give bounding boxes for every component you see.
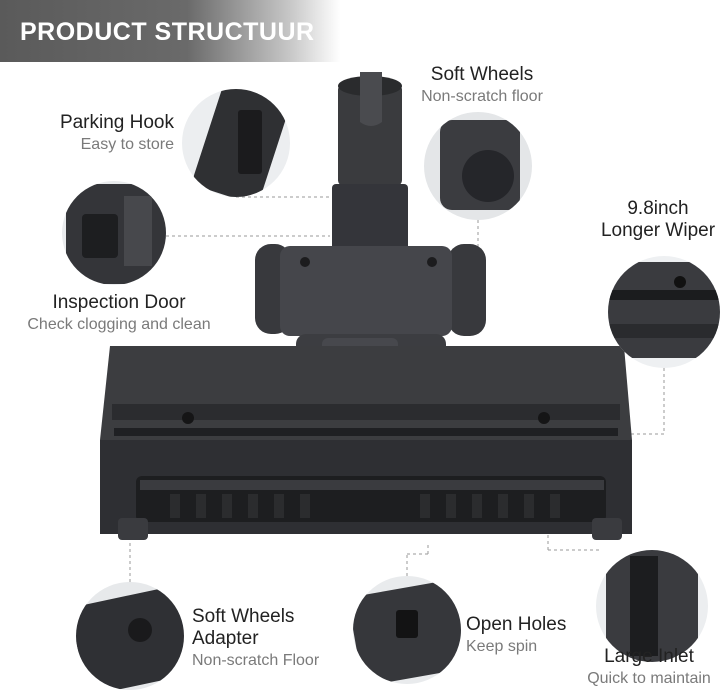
callout-soft-wheels: Soft Wheels Non-scratch floor	[408, 64, 556, 108]
parking-hook-subtitle: Easy to store	[80, 136, 174, 153]
inspection-door-subtitle: Check clogging and clean	[27, 316, 211, 333]
banner-title: PRODUCT STRUCTUUR	[20, 18, 315, 46]
wiper-title-line1: 9.8inch	[627, 198, 689, 219]
wheels-adapter-subtitle: Non-scratch Floor	[192, 652, 320, 669]
banner: PRODUCT STRUCTUUR	[0, 0, 340, 62]
inspection-door-title: Inspection Door	[52, 292, 186, 313]
detail-inspection-door	[62, 181, 166, 285]
wheels-adapter-title-line2: Adapter	[192, 628, 259, 649]
detail-soft-wheels	[424, 112, 532, 220]
parking-hook-title: Parking Hook	[59, 112, 174, 133]
detail-open-holes	[353, 576, 461, 684]
detail-wiper	[608, 256, 720, 368]
open-holes-title: Open Holes	[466, 614, 567, 635]
soft-wheels-subtitle: Non-scratch floor	[421, 88, 543, 105]
callout-open-holes: Open Holes Keep spin	[466, 614, 566, 658]
callout-wiper: 9.8inch Longer Wiper	[592, 198, 720, 242]
large-inlet-subtitle: Quick to maintain	[587, 670, 711, 687]
open-holes-subtitle: Keep spin	[466, 638, 538, 655]
callout-wheels-adapter: Soft Wheels Adapter Non-scratch Floor	[192, 606, 319, 672]
callout-inspection-door: Inspection Door Check clogging and clean	[14, 292, 224, 336]
detail-wheels-adapter	[76, 582, 184, 690]
wheels-adapter-title-line1: Soft Wheels	[192, 606, 295, 627]
detail-parking-hook	[182, 89, 290, 197]
callout-parking-hook: Parking Hook Easy to store	[60, 112, 174, 156]
soft-wheels-title: Soft Wheels	[430, 64, 534, 85]
large-inlet-title: Large Inlet	[604, 646, 694, 667]
callout-large-inlet: Large Inlet Quick to maintain	[578, 646, 720, 690]
vacuum-head	[100, 72, 632, 540]
detail-large-inlet	[596, 550, 708, 662]
wiper-title-line2: Longer Wiper	[600, 220, 716, 241]
